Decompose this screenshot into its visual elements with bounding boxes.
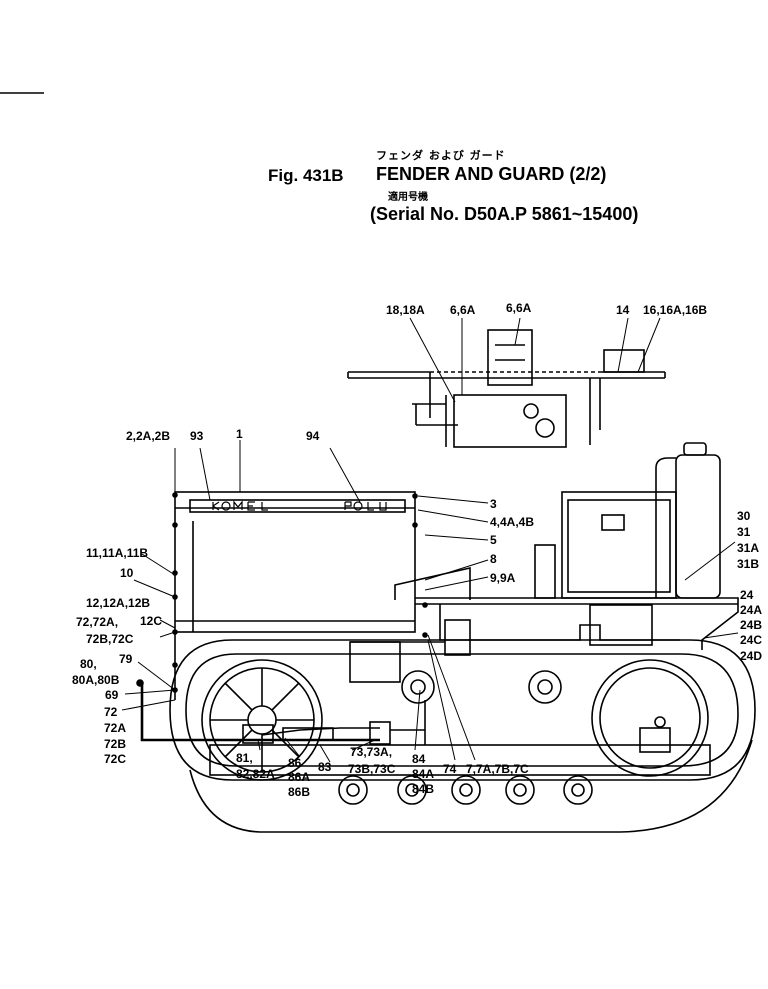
- callout-label: 83: [318, 760, 332, 774]
- dozer-side-view: [136, 442, 756, 833]
- callout-label: 79: [119, 652, 133, 666]
- callout-label: 80,: [80, 657, 97, 671]
- callout-label: 72A: [104, 721, 126, 735]
- fuel-tank: [675, 454, 721, 599]
- callout-label: 86: [288, 756, 302, 770]
- nameplate-strip: [189, 499, 406, 513]
- callout-label: 69: [105, 688, 119, 702]
- callout-labels: 18,18A 6,6A 6,6A 14 16,16A,16B 2,2A,2B 9…: [72, 301, 762, 799]
- figure-number: Fig. 431B: [268, 166, 344, 185]
- front-idler: [591, 659, 709, 777]
- callout-label: 72: [104, 705, 118, 719]
- callout-label: 11,11A,11B: [86, 546, 148, 560]
- callout-label: 84: [412, 752, 426, 766]
- track-roller: [451, 775, 481, 805]
- drive-sprocket: [201, 659, 323, 781]
- callout-label: 6,6A: [506, 301, 532, 315]
- callout-label: 9,9A: [490, 571, 516, 585]
- callout-label: 16,16A,16B: [643, 303, 707, 317]
- track-roller: [338, 775, 368, 805]
- callout-label: 81,: [236, 751, 253, 765]
- callout-label: 1: [236, 427, 243, 441]
- callout-label: 4,4A,4B: [490, 515, 534, 529]
- callout-label: 82,82A: [236, 767, 275, 781]
- serial-range: (Serial No. D50A.P 5861~15400): [370, 204, 639, 224]
- callout-label: 24B: [740, 618, 762, 632]
- carrier-roller-front: [528, 670, 562, 704]
- callout-label: 24A: [740, 603, 762, 617]
- callout-label: 84A: [412, 767, 434, 781]
- title-japanese: フェンダ および ガード: [376, 149, 506, 162]
- carrier-roller-rear: [401, 670, 435, 704]
- callout-label: 86B: [288, 785, 310, 799]
- callout-label: 2,2A,2B: [126, 429, 170, 443]
- callout-label: 80A,80B: [72, 673, 120, 687]
- callout-label: 31: [737, 525, 751, 539]
- track-frame: [209, 744, 711, 776]
- callout-label: 6,6A: [450, 303, 476, 317]
- callout-label: 24: [740, 588, 754, 602]
- applicable-serial-japanese: 適用号機: [388, 192, 428, 203]
- callout-label: 31A: [737, 541, 759, 555]
- top-detail-view: [347, 329, 666, 448]
- callout-label: 3: [490, 497, 497, 511]
- callout-label: 5: [490, 533, 497, 547]
- callout-label: 73B,73C: [348, 762, 396, 776]
- callout-label: 12C: [140, 614, 162, 628]
- control-valve: [242, 724, 274, 744]
- callout-label: 94: [306, 429, 320, 443]
- callout-label: 86A: [288, 770, 310, 784]
- track-roller: [563, 775, 593, 805]
- callout-label: 10: [120, 566, 134, 580]
- fender-guard-panel: [174, 491, 416, 633]
- callout-label: 93: [190, 429, 204, 443]
- callout-label: 31B: [737, 557, 759, 571]
- leader-lines: [121, 317, 739, 763]
- diagram-title: FENDER AND GUARD (2/2): [376, 164, 607, 184]
- track-roller: [505, 775, 535, 805]
- track-roller: [397, 775, 427, 805]
- callout-label: 8: [490, 552, 497, 566]
- callout-label: 72C: [104, 752, 126, 766]
- callout-label: 12,12A,12B: [86, 596, 150, 610]
- callout-label: 7,7A,7B,7C: [466, 762, 529, 776]
- nameplate-lettering: [212, 500, 387, 511]
- callout-label: 72B,72C: [86, 632, 134, 646]
- callout-label: 73,73A,: [350, 745, 392, 759]
- callout-label: 72,72A,: [76, 615, 118, 629]
- track-chain: [169, 639, 756, 781]
- callout-label: 84B: [412, 782, 434, 796]
- callout-label: 74: [443, 762, 457, 776]
- callout-label: 24D: [740, 649, 762, 663]
- callout-label: 24C: [740, 633, 762, 647]
- callout-label: 30: [737, 509, 751, 523]
- callout-label: 14: [616, 303, 630, 317]
- operator-cab: [561, 491, 677, 599]
- callout-label: 72B: [104, 737, 126, 751]
- callout-label: 18,18A: [386, 303, 425, 317]
- hydraulic-pipe: [140, 683, 380, 742]
